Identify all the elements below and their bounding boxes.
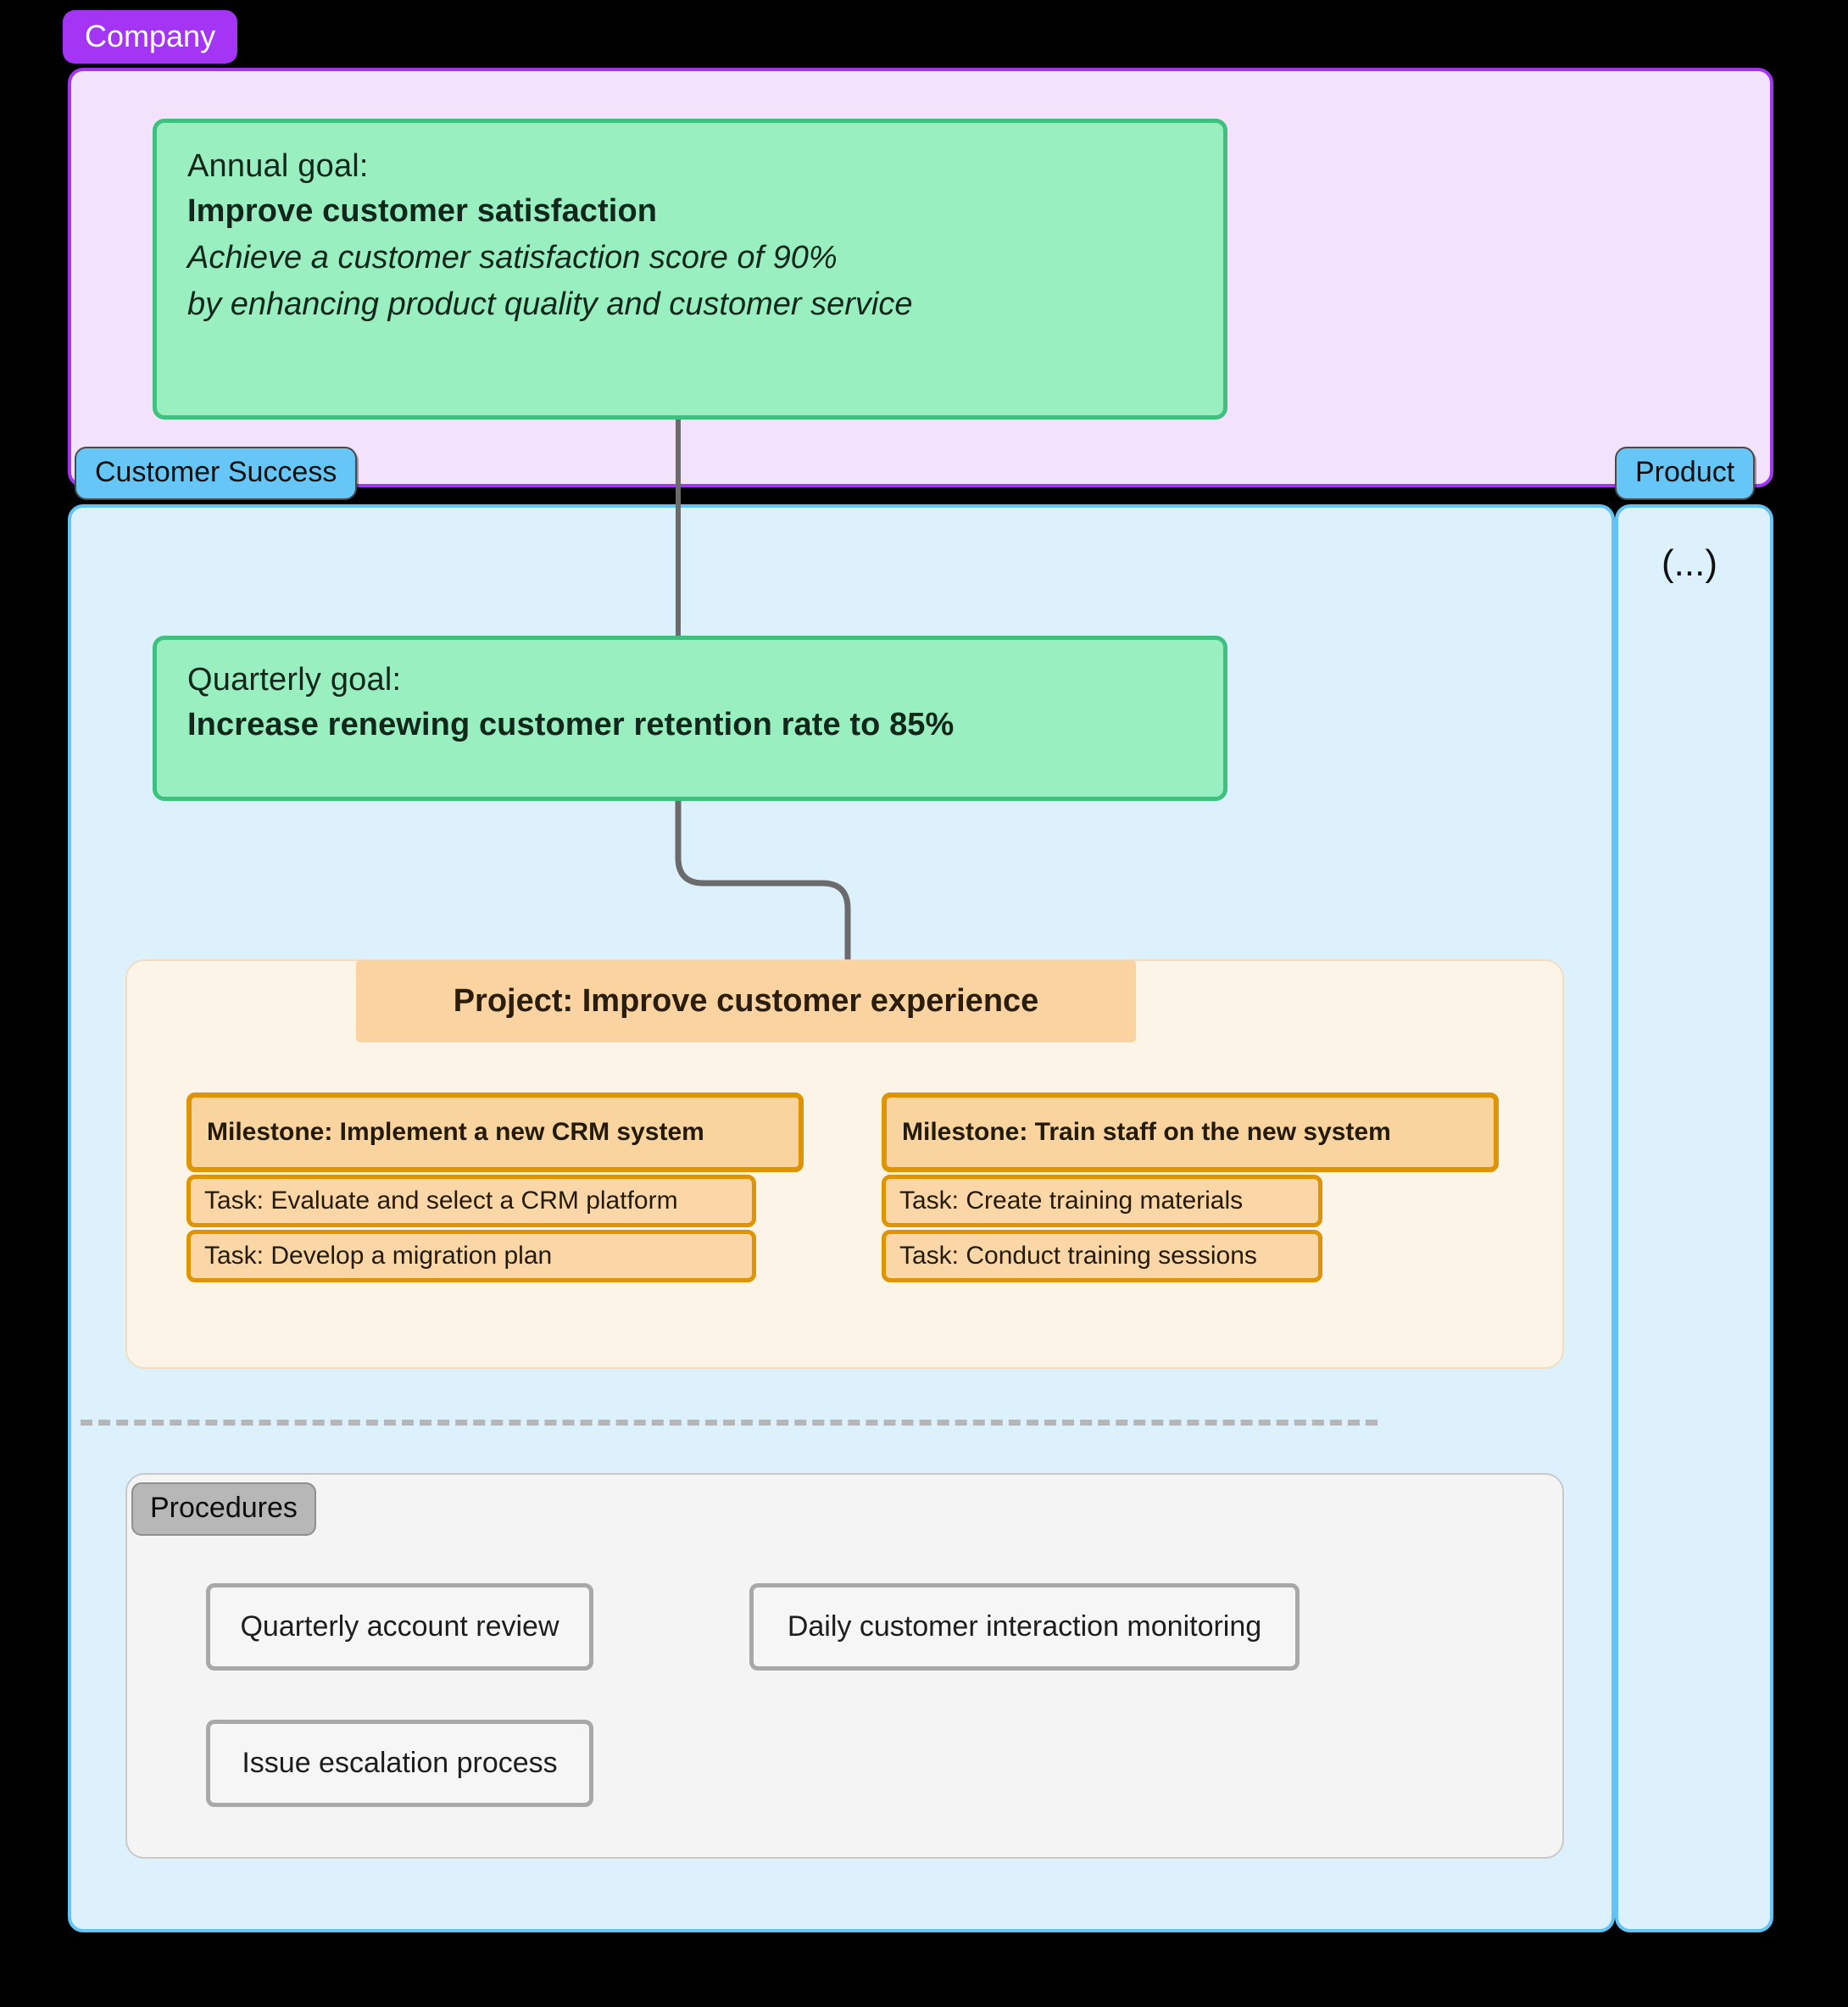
milestone-group-training: Milestone: Train staff on the new system… [882, 1092, 1499, 1282]
procedure-box[interactable]: Daily customer interaction monitoring [749, 1583, 1300, 1671]
annual-goal-description-line-1: Achieve a customer satisfaction score of… [187, 240, 838, 276]
team-badge-customer-success[interactable]: Customer Success [75, 447, 358, 501]
company-badge[interactable]: Company [63, 10, 238, 64]
quarterly-goal-card[interactable]: Quarterly goal: Increase renewing custom… [153, 636, 1227, 801]
procedure-box[interactable]: Issue escalation process [206, 1720, 593, 1807]
task-box[interactable]: Task: Evaluate and select a CRM platform [186, 1175, 756, 1227]
section-divider [81, 1420, 1378, 1426]
annual-goal-card[interactable]: Annual goal: Improve customer satisfacti… [153, 119, 1227, 420]
annual-goal-description-line-2: by enhancing product quality and custome… [187, 286, 913, 323]
task-box[interactable]: Task: Conduct training sessions [882, 1230, 1322, 1282]
procedures-badge[interactable]: Procedures [131, 1482, 316, 1537]
product-panel-placeholder: (...) [1662, 542, 1717, 584]
milestone-box[interactable]: Milestone: Implement a new CRM system [186, 1092, 804, 1172]
quarterly-goal-title: Increase renewing customer retention rat… [187, 707, 955, 743]
task-box[interactable]: Task: Create training materials [882, 1175, 1322, 1227]
task-box[interactable]: Task: Develop a migration plan [186, 1230, 756, 1282]
milestone-box[interactable]: Milestone: Train staff on the new system [882, 1092, 1499, 1172]
team-panel-product [1615, 504, 1773, 1932]
procedure-box[interactable]: Quarterly account review [206, 1583, 593, 1671]
annual-goal-kicker: Annual goal: [187, 148, 369, 184]
annual-goal-title: Improve customer satisfaction [187, 193, 658, 230]
milestone-group-crm: Milestone: Implement a new CRM system Ta… [186, 1092, 804, 1282]
quarterly-goal-kicker: Quarterly goal: [187, 662, 402, 698]
project-header[interactable]: Project: Improve customer experience [356, 960, 1136, 1042]
team-badge-product[interactable]: Product [1615, 447, 1756, 501]
